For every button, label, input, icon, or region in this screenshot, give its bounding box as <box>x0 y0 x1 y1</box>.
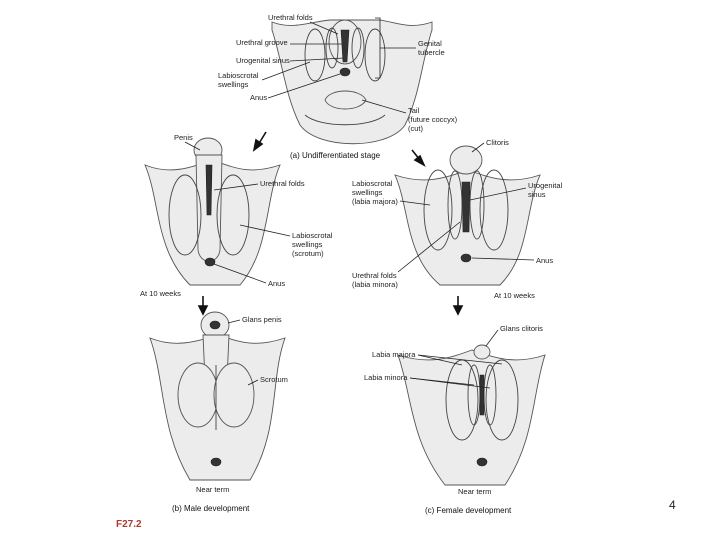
label-urethral-folds: Urethral folds <box>268 13 313 22</box>
female10-fold-left <box>447 170 463 240</box>
label-urogenital-sinus: Urogenital sinus <box>236 56 290 65</box>
label-tail-3: (cut) <box>408 124 424 133</box>
female-term-labia-majora-right <box>485 359 519 441</box>
female10-swelling-right <box>479 169 509 251</box>
undiff-urethral-groove <box>340 29 350 63</box>
male10-swelling-left <box>168 174 202 256</box>
label-tail: Tail <box>408 106 420 115</box>
undiff-buttock-crease <box>304 114 386 126</box>
label-glans-clitoris: Glans clitoris <box>500 324 543 333</box>
label-female-urethral-folds: Urethral folds <box>352 271 397 280</box>
label-labioscrotal: Labioscrotal <box>218 71 259 80</box>
label-female-urethral-folds-2: (labia minora) <box>352 280 398 289</box>
female-term-anus <box>476 457 488 467</box>
label-male-urethral-folds: Urethral folds <box>260 179 305 188</box>
label-genital-tubercle: Genital <box>418 39 442 48</box>
label-male-age: At 10 weeks <box>140 289 181 298</box>
caption-female-development: (c) Female development <box>425 506 512 515</box>
female-term-body-outline <box>397 349 546 486</box>
label-genital-tubercle-2: tubercle <box>418 48 445 57</box>
label-urogenital-2: sinus <box>528 190 546 199</box>
panel-female-near-term: Glans clitoris Labia majora Labia minora… <box>364 324 546 515</box>
stage-arrows <box>197 131 464 316</box>
male-term-anus <box>210 457 222 467</box>
label-female-labioscrotal-3: (labia majora) <box>352 197 398 206</box>
male10-swelling-right <box>216 174 250 256</box>
panel-female-10-weeks: Clitoris Labioscrotal swellings (labia m… <box>352 138 563 300</box>
panel-undifferentiated: Urethral folds Urethral groove Urogenita… <box>218 13 458 160</box>
label-glans-penis: Glans penis <box>242 315 282 324</box>
page-number: 4 <box>669 498 676 512</box>
female10-swelling-left <box>423 169 453 251</box>
female10-fold-right <box>469 170 485 240</box>
female10-urogenital-sinus <box>461 181 471 233</box>
label-clitoris: Clitoris <box>486 138 509 147</box>
undiff-anus <box>339 67 351 77</box>
label-penis: Penis <box>174 133 193 142</box>
female10-clitoris <box>449 145 483 175</box>
female-term-vestibule <box>479 374 485 416</box>
male-term-scrotum-left <box>177 362 219 428</box>
undiff-labioscrotal-right <box>364 28 386 82</box>
label-female-labioscrotal-2: swellings <box>352 188 383 197</box>
female-term-glans <box>473 344 491 360</box>
label-male-labioscrotal-3: (scrotum) <box>292 249 324 258</box>
undiff-body-outline <box>271 19 433 145</box>
panel-male-near-term: Glans penis Scrotum Near term (b) Male d… <box>149 311 288 513</box>
label-labia-minora: Labia minora <box>364 373 408 382</box>
male-term-meatus <box>209 320 221 330</box>
panel-male-10-weeks: Penis Urethral folds Labioscrotal swelli… <box>140 133 333 298</box>
undiff-urethral-fold-right <box>351 27 365 69</box>
label-scrotum: Scrotum <box>260 375 288 384</box>
label-female-age: At 10 weeks <box>494 291 535 300</box>
label-male-labioscrotal-2: swellings <box>292 240 323 249</box>
label-urethral-groove: Urethral groove <box>236 38 288 47</box>
label-labioscrotal-2: swellings <box>218 80 249 89</box>
undiff-urethral-fold-left <box>325 27 339 69</box>
label-female-anus: Anus <box>536 256 553 265</box>
female10-anus <box>460 253 472 263</box>
label-male-labioscrotal: Labioscrotal <box>292 231 333 240</box>
caption-undifferentiated: (a) Undifferentiated stage <box>290 151 381 160</box>
label-male-anus: Anus <box>268 279 285 288</box>
label-male-term: Near term <box>196 485 229 494</box>
caption-male-development: (b) Male development <box>172 504 250 513</box>
undiff-labioscrotal-left <box>304 28 326 82</box>
label-female-term: Near term <box>458 487 491 496</box>
male10-urethral-groove <box>205 164 213 216</box>
label-urogenital: Urogenital <box>528 181 563 190</box>
male10-anus <box>204 257 216 267</box>
undiff-tail-stump <box>324 90 367 110</box>
male-term-scrotum-right <box>213 362 255 428</box>
label-anus: Anus <box>250 93 267 102</box>
label-tail-2: (future coccyx) <box>408 115 458 124</box>
label-labia-majora: Labia majora <box>372 350 416 359</box>
figure-label: F27.2 <box>116 519 142 530</box>
label-female-labioscrotal: Labioscrotal <box>352 179 393 188</box>
